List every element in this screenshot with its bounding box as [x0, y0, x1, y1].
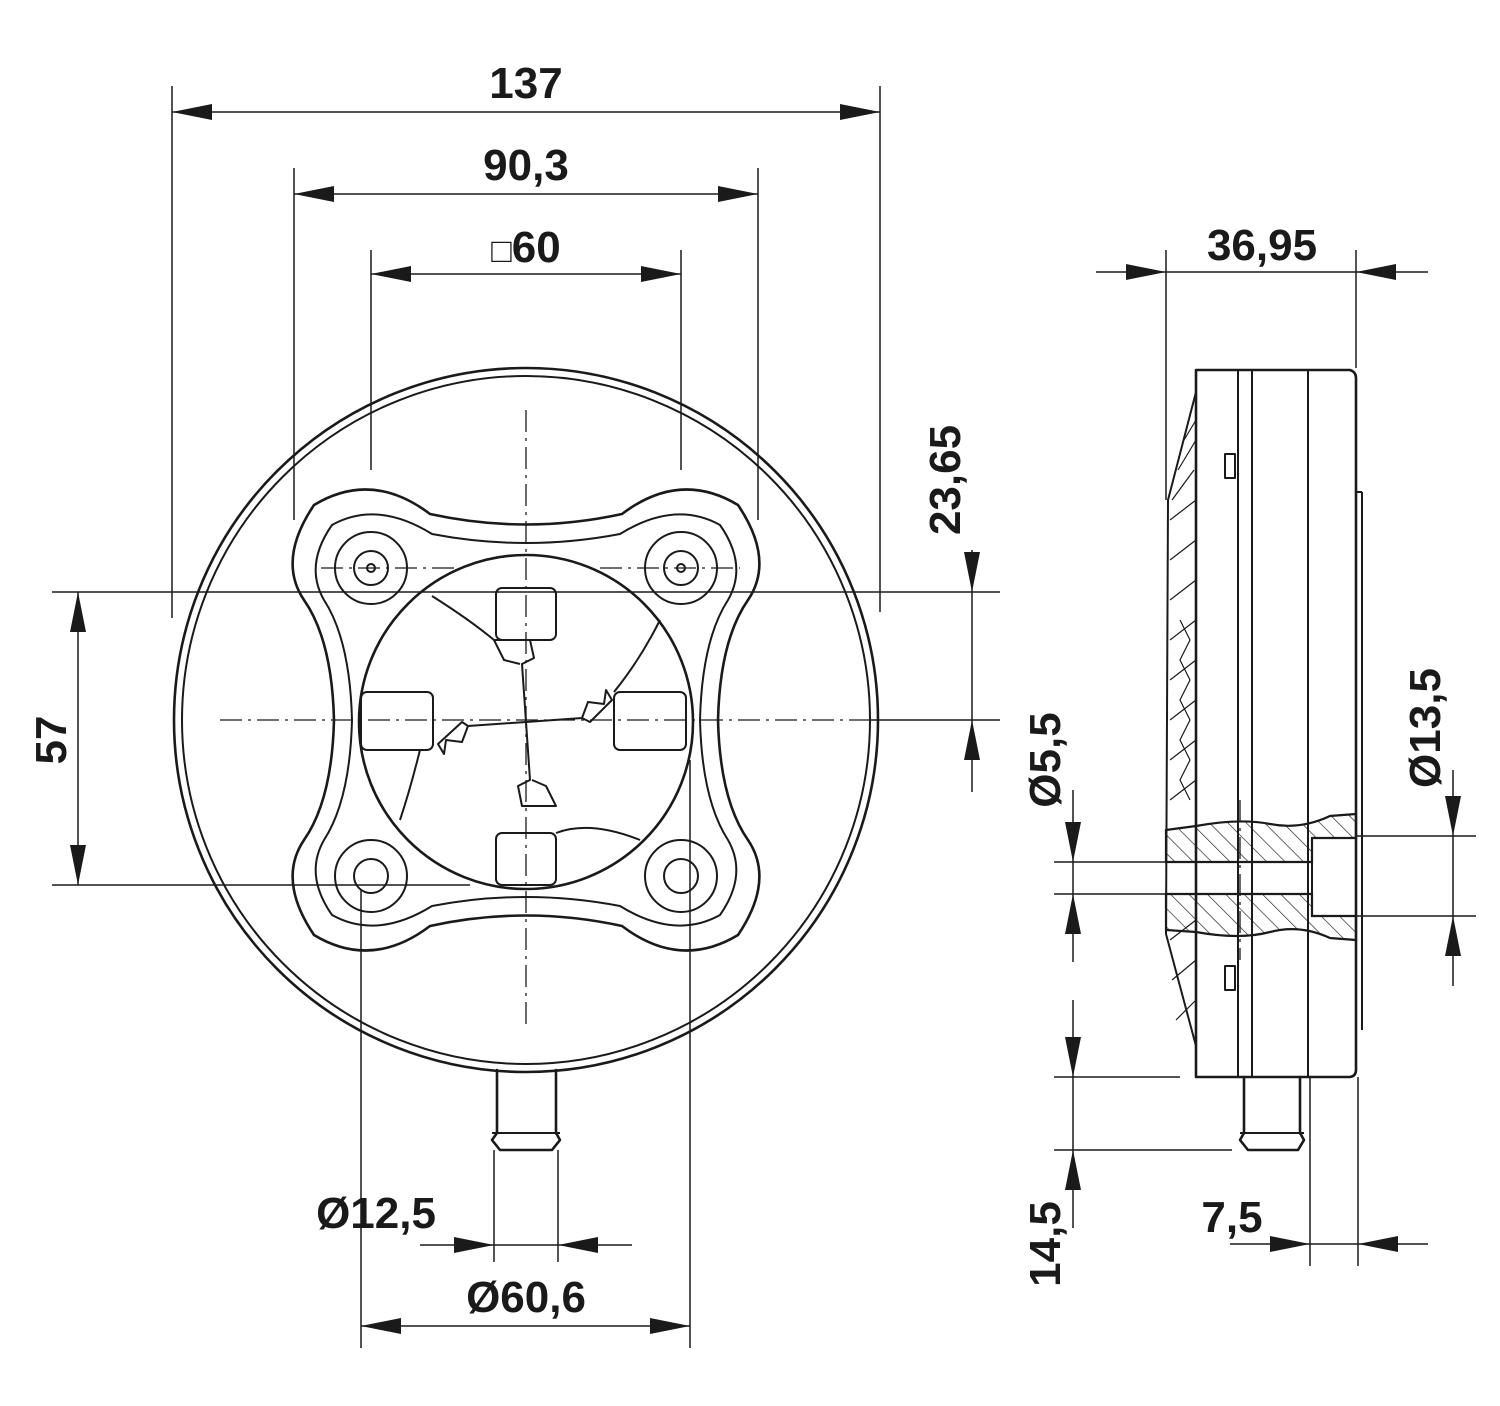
hose-nipple — [490, 1068, 562, 1152]
side-housing — [1194, 368, 1358, 1079]
central-opening — [357, 553, 695, 891]
dim-bore-diameter: Ø5,5 — [1021, 712, 1070, 807]
square-value: 60 — [512, 223, 561, 272]
dim-outer-hole-spacing: 90,3 — [483, 141, 569, 190]
dimension-labels: 137 90,3 □60 23,65 57 Ø12,5 Ø60,6 36,95 … — [27, 59, 1450, 1322]
dim-overall-width: 137 — [489, 59, 562, 108]
square-symbol: □ — [491, 232, 512, 270]
dim-pipe-diameter: Ø12,5 — [316, 1189, 436, 1238]
dim-inner-diameter: Ø60,6 — [466, 1273, 586, 1322]
dim-depth: 36,95 — [1207, 221, 1317, 270]
side-hose-nipple — [1238, 1075, 1306, 1152]
dim-top-offset: 23,65 — [921, 425, 970, 535]
front-view — [172, 366, 880, 1152]
bore-section-upper — [1164, 812, 1358, 864]
dim-pipe-offset: 7,5 — [1201, 1193, 1262, 1242]
filter-pad — [1165, 391, 1197, 1047]
front-dimensions — [52, 86, 1000, 1348]
dim-square-pattern: □60 — [491, 223, 561, 272]
dim-pipe-length: 14,5 — [1021, 1201, 1070, 1287]
dim-counterbore-diameter: Ø13,5 — [1401, 668, 1450, 788]
side-view — [1164, 368, 1363, 1152]
flange-inner — [314, 513, 738, 927]
flange-outer — [291, 488, 761, 952]
dim-hole-vertical-spacing: 57 — [27, 716, 76, 765]
inner-vanes — [399, 595, 661, 841]
bore-section-lower — [1164, 892, 1358, 942]
side-dimensions — [1054, 250, 1476, 1266]
